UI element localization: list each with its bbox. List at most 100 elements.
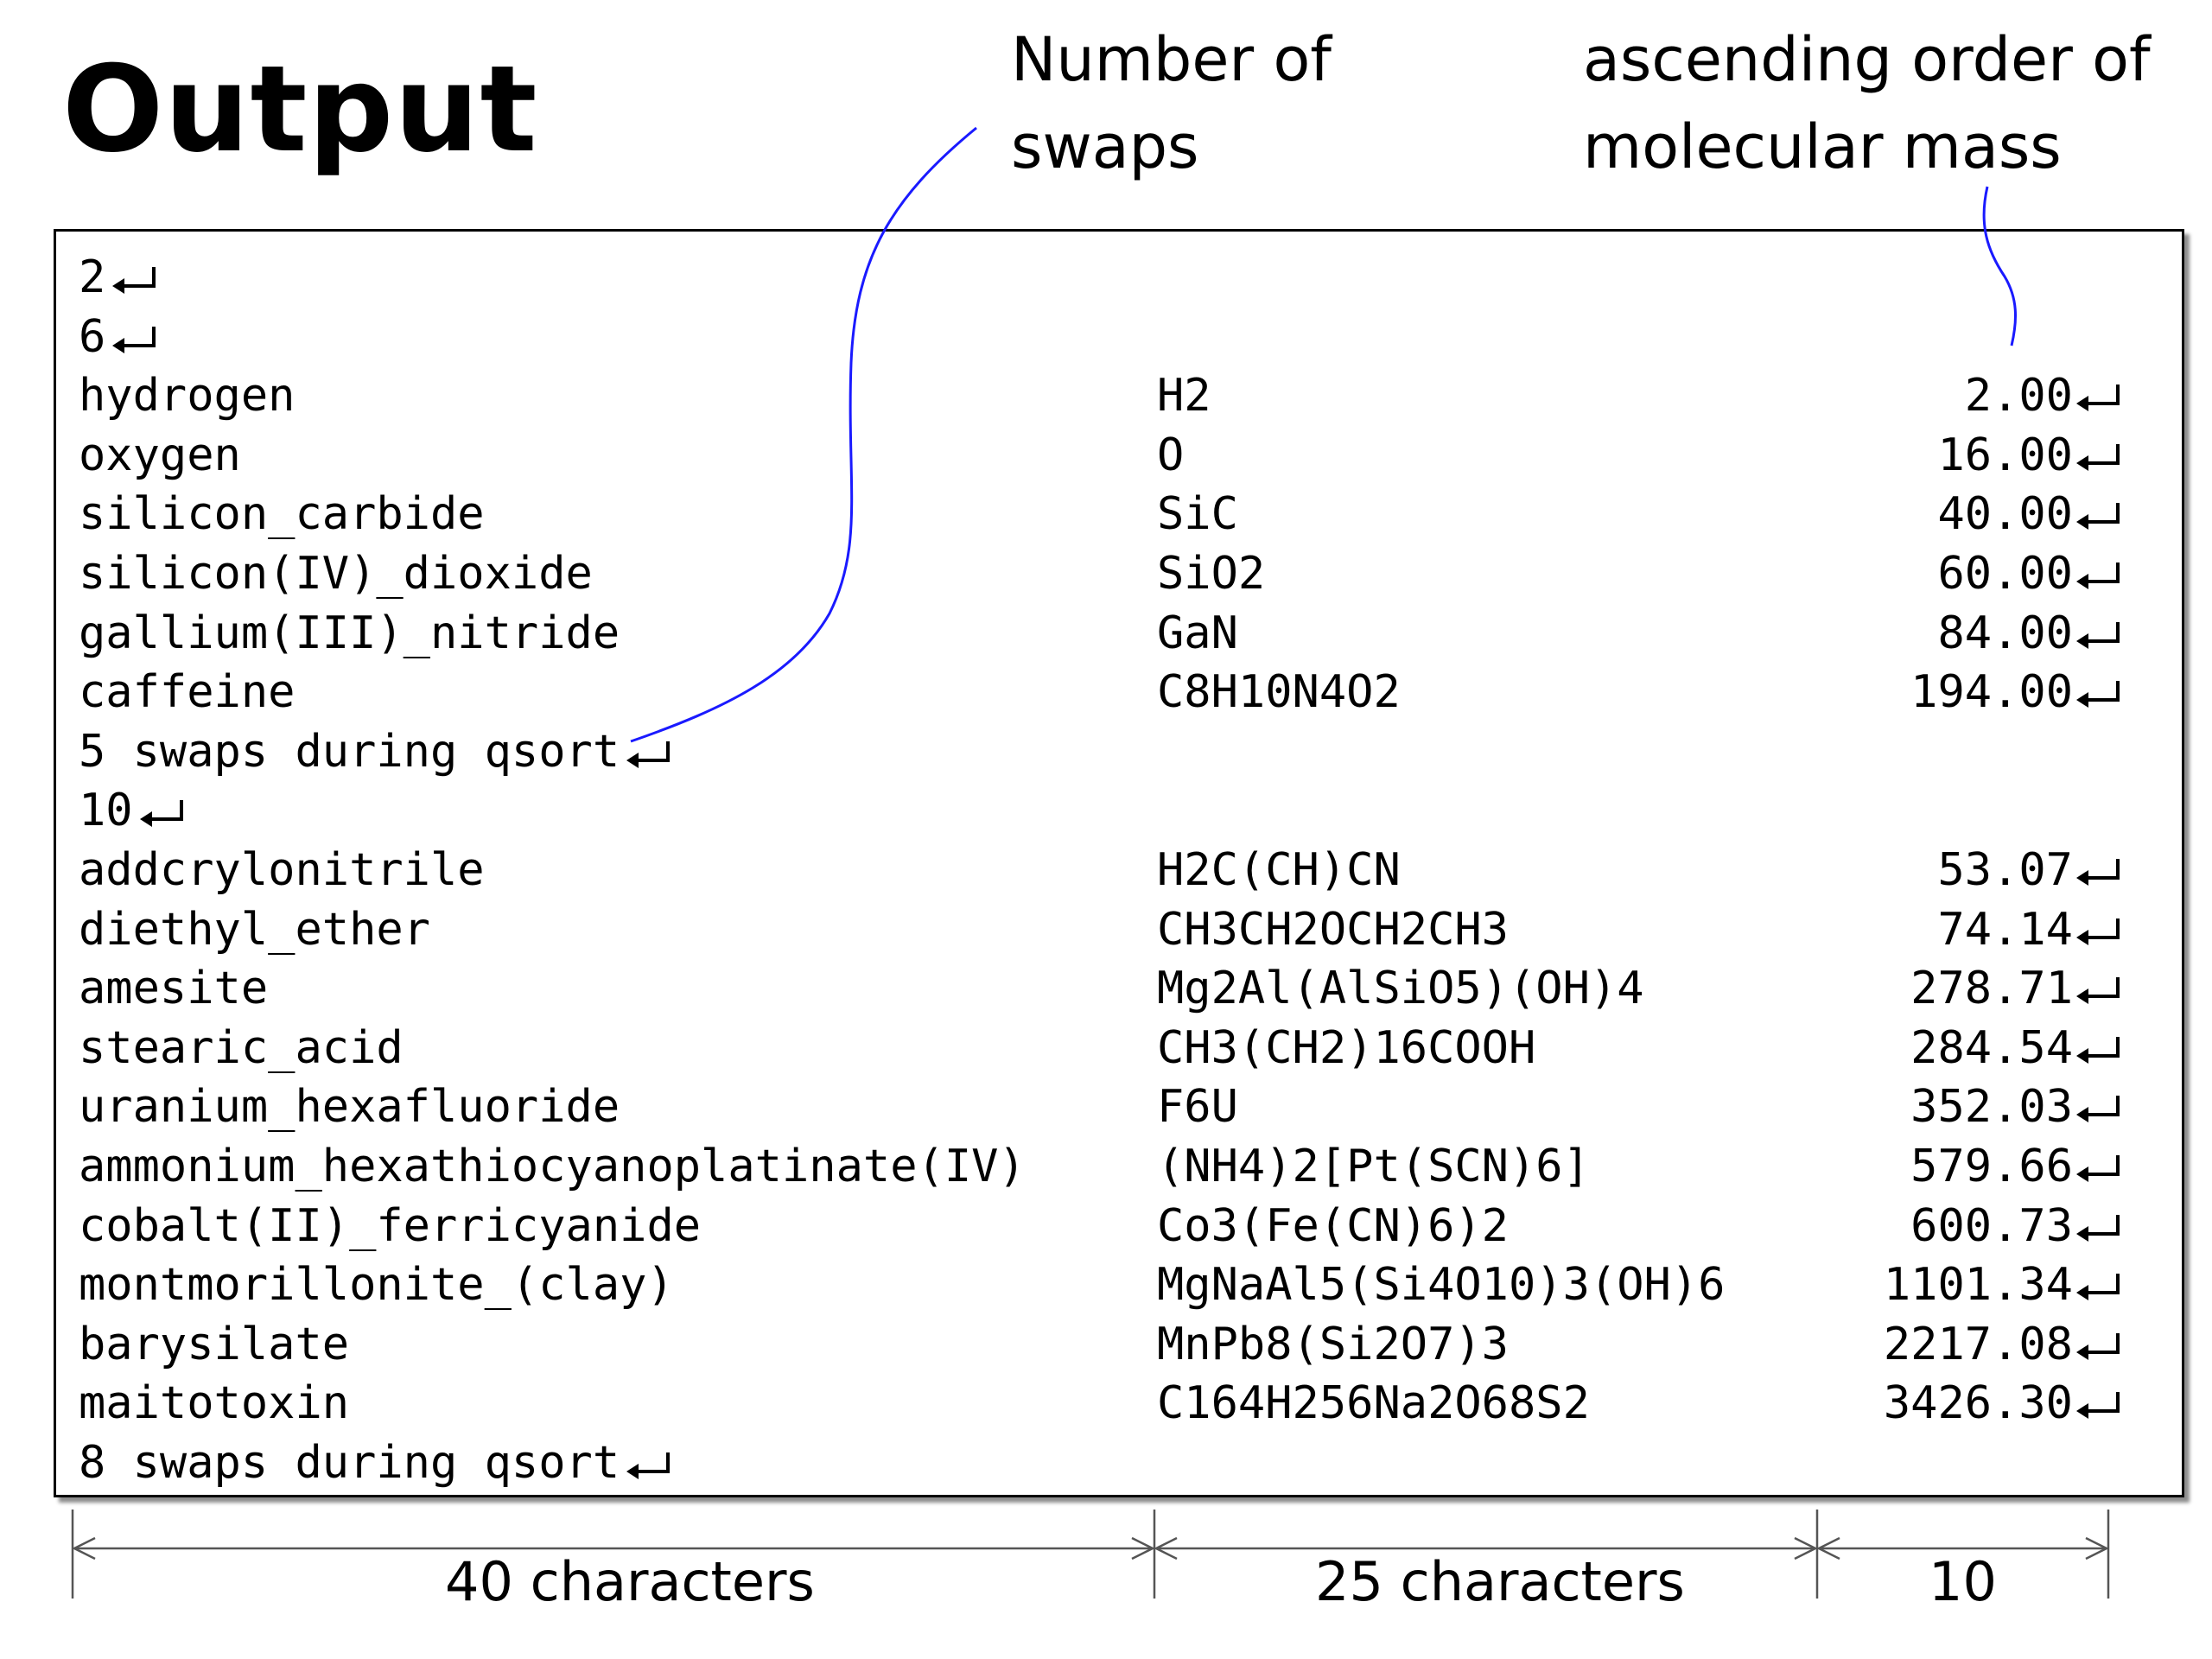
double-arrow-icon <box>1816 1536 2109 1560</box>
carriage-return-icon <box>2073 1389 2126 1423</box>
callout-number-of-swaps: Number of swaps <box>1011 29 1332 204</box>
compound-name: addcrylonitrile <box>79 843 485 896</box>
compound-formula: CH3CH2OCH2CH3 <box>1157 903 1509 956</box>
output-line: 2 <box>79 248 2182 308</box>
molecular-mass-value: 579.66 <box>1910 1140 2073 1192</box>
molecular-mass: 278.71 <box>1910 959 2126 1019</box>
compound-formula: GaN <box>1157 607 1238 659</box>
molecular-mass: 194.00 <box>1910 663 2126 722</box>
carriage-return-icon <box>2073 1211 2126 1246</box>
output-line: diethyl_ether CH3CH2OCH2CH3 74.14 <box>79 900 2182 960</box>
compound-formula: H2 <box>1157 370 1211 423</box>
compound-name: stearic_acid <box>79 1021 404 1074</box>
carriage-return-icon <box>2073 855 2126 890</box>
compound-name: ammonium_hexathiocyanoplatinate(IV) <box>79 1140 1026 1192</box>
molecular-mass-value: 278.71 <box>1910 963 2073 1015</box>
molecular-mass: 2.00 <box>1965 366 2126 426</box>
compound-formula: CH3(CH2)16COOH <box>1157 1021 1536 1074</box>
measurement-label-masses: 10 <box>1929 1550 1997 1613</box>
molecular-mass-value: 194.00 <box>1910 666 2073 719</box>
molecular-mass: 352.03 <box>1910 1077 2126 1137</box>
swaps-callout-line <box>630 126 977 743</box>
molecular-mass-value: 3426.30 <box>1883 1377 2073 1430</box>
callout-line: molecular mass <box>1583 111 2062 182</box>
carriage-return-icon <box>2073 619 2126 653</box>
carriage-return-icon <box>623 738 677 772</box>
molecular-mass: 2217.08 <box>1884 1315 2126 1375</box>
molecular-mass-value: 1101.34 <box>1883 1259 2073 1312</box>
callout-line: Number of <box>1011 24 1332 95</box>
molecular-mass-value: 74.14 <box>1937 903 2073 956</box>
compound-name: silicon(IV)_dioxide <box>79 547 593 600</box>
molecular-mass-value: 284.54 <box>1910 1021 2073 1074</box>
molecular-mass-value: 2.00 <box>1964 370 2073 423</box>
output-text: 6 <box>79 310 106 363</box>
carriage-return-icon <box>2073 1033 2126 1068</box>
double-arrow-icon <box>1154 1536 1818 1560</box>
molecular-mass: 600.73 <box>1910 1197 2126 1256</box>
compound-formula: O <box>1157 429 1185 481</box>
compound-name: uranium_hexafluoride <box>79 1081 620 1134</box>
carriage-return-icon <box>2073 1152 2126 1186</box>
molecular-mass: 53.07 <box>1937 841 2126 900</box>
output-text: 5 swaps during qsort <box>79 725 620 778</box>
molecular-mass: 16.00 <box>1937 426 2126 486</box>
compound-name: gallium(III)_nitride <box>79 607 620 659</box>
molecular-mass: 3426.30 <box>1884 1374 2126 1433</box>
output-line: silicon_carbide SiC 40.00 <box>79 485 2182 544</box>
carriage-return-icon <box>2073 559 2126 594</box>
double-arrow-icon <box>72 1536 1155 1560</box>
molecular-mass-value: 40.00 <box>1937 488 2073 541</box>
output-line: stearic_acid CH3(CH2)16COOH 284.54 <box>79 1019 2182 1078</box>
callout-line: ascending order of <box>1583 24 2151 95</box>
carriage-return-icon <box>2073 381 2126 416</box>
order-callout-line <box>1982 186 2018 346</box>
compound-formula: C8H10N4O2 <box>1157 666 1401 719</box>
compound-formula: MnPb8(Si2O7)3 <box>1157 1318 1509 1370</box>
molecular-mass-value: 16.00 <box>1937 429 2073 481</box>
molecular-mass-value: 352.03 <box>1910 1081 2073 1134</box>
compound-name: cobalt(II)_ferricyanide <box>79 1199 702 1252</box>
output-line: oxygen O 16.00 <box>79 426 2182 486</box>
compound-formula: SiC <box>1157 488 1238 541</box>
carriage-return-icon <box>109 323 162 358</box>
molecular-mass-value: 53.07 <box>1937 843 2073 896</box>
compound-name: diethyl_ether <box>79 903 430 956</box>
compound-name: maitotoxin <box>79 1377 350 1430</box>
molecular-mass: 74.14 <box>1937 900 2126 960</box>
molecular-mass: 579.66 <box>1910 1137 2126 1197</box>
compound-name: montmorillonite_(clay) <box>79 1259 674 1312</box>
compound-name: silicon_carbide <box>79 488 485 541</box>
carriage-return-icon <box>2073 974 2126 1008</box>
output-text: 8 swaps during qsort <box>79 1436 620 1489</box>
molecular-mass-value: 84.00 <box>1937 607 2073 659</box>
measurement-label-names: 40 characters <box>445 1550 815 1613</box>
molecular-mass: 84.00 <box>1937 604 2126 664</box>
carriage-return-icon <box>109 264 162 298</box>
compound-name: caffeine <box>79 666 296 719</box>
carriage-return-icon <box>137 797 190 831</box>
output-line: 5 swaps during qsort <box>79 722 2182 782</box>
molecular-mass: 1101.34 <box>1884 1255 2126 1315</box>
output-line: montmorillonite_(clay) MgNaAl5(Si4O10)3(O… <box>79 1255 2182 1315</box>
molecular-mass: 40.00 <box>1937 485 2126 544</box>
compound-formula: C164H256Na2O68S2 <box>1157 1377 1590 1430</box>
carriage-return-icon <box>2073 1092 2126 1127</box>
carriage-return-icon <box>2073 499 2126 534</box>
carriage-return-icon <box>2073 677 2126 712</box>
compound-formula: MgNaAl5(Si4O10)3(OH)6 <box>1157 1259 1726 1312</box>
output-line: gallium(III)_nitride GaN 84.00 <box>79 604 2182 664</box>
output-line: 8 swaps during qsort <box>79 1433 2182 1493</box>
output-line: 10 <box>79 781 2182 841</box>
callout-ascending-order: ascending order of molecular mass <box>1583 29 2151 204</box>
compound-name: oxygen <box>79 429 241 481</box>
output-line: 6 <box>79 308 2182 367</box>
